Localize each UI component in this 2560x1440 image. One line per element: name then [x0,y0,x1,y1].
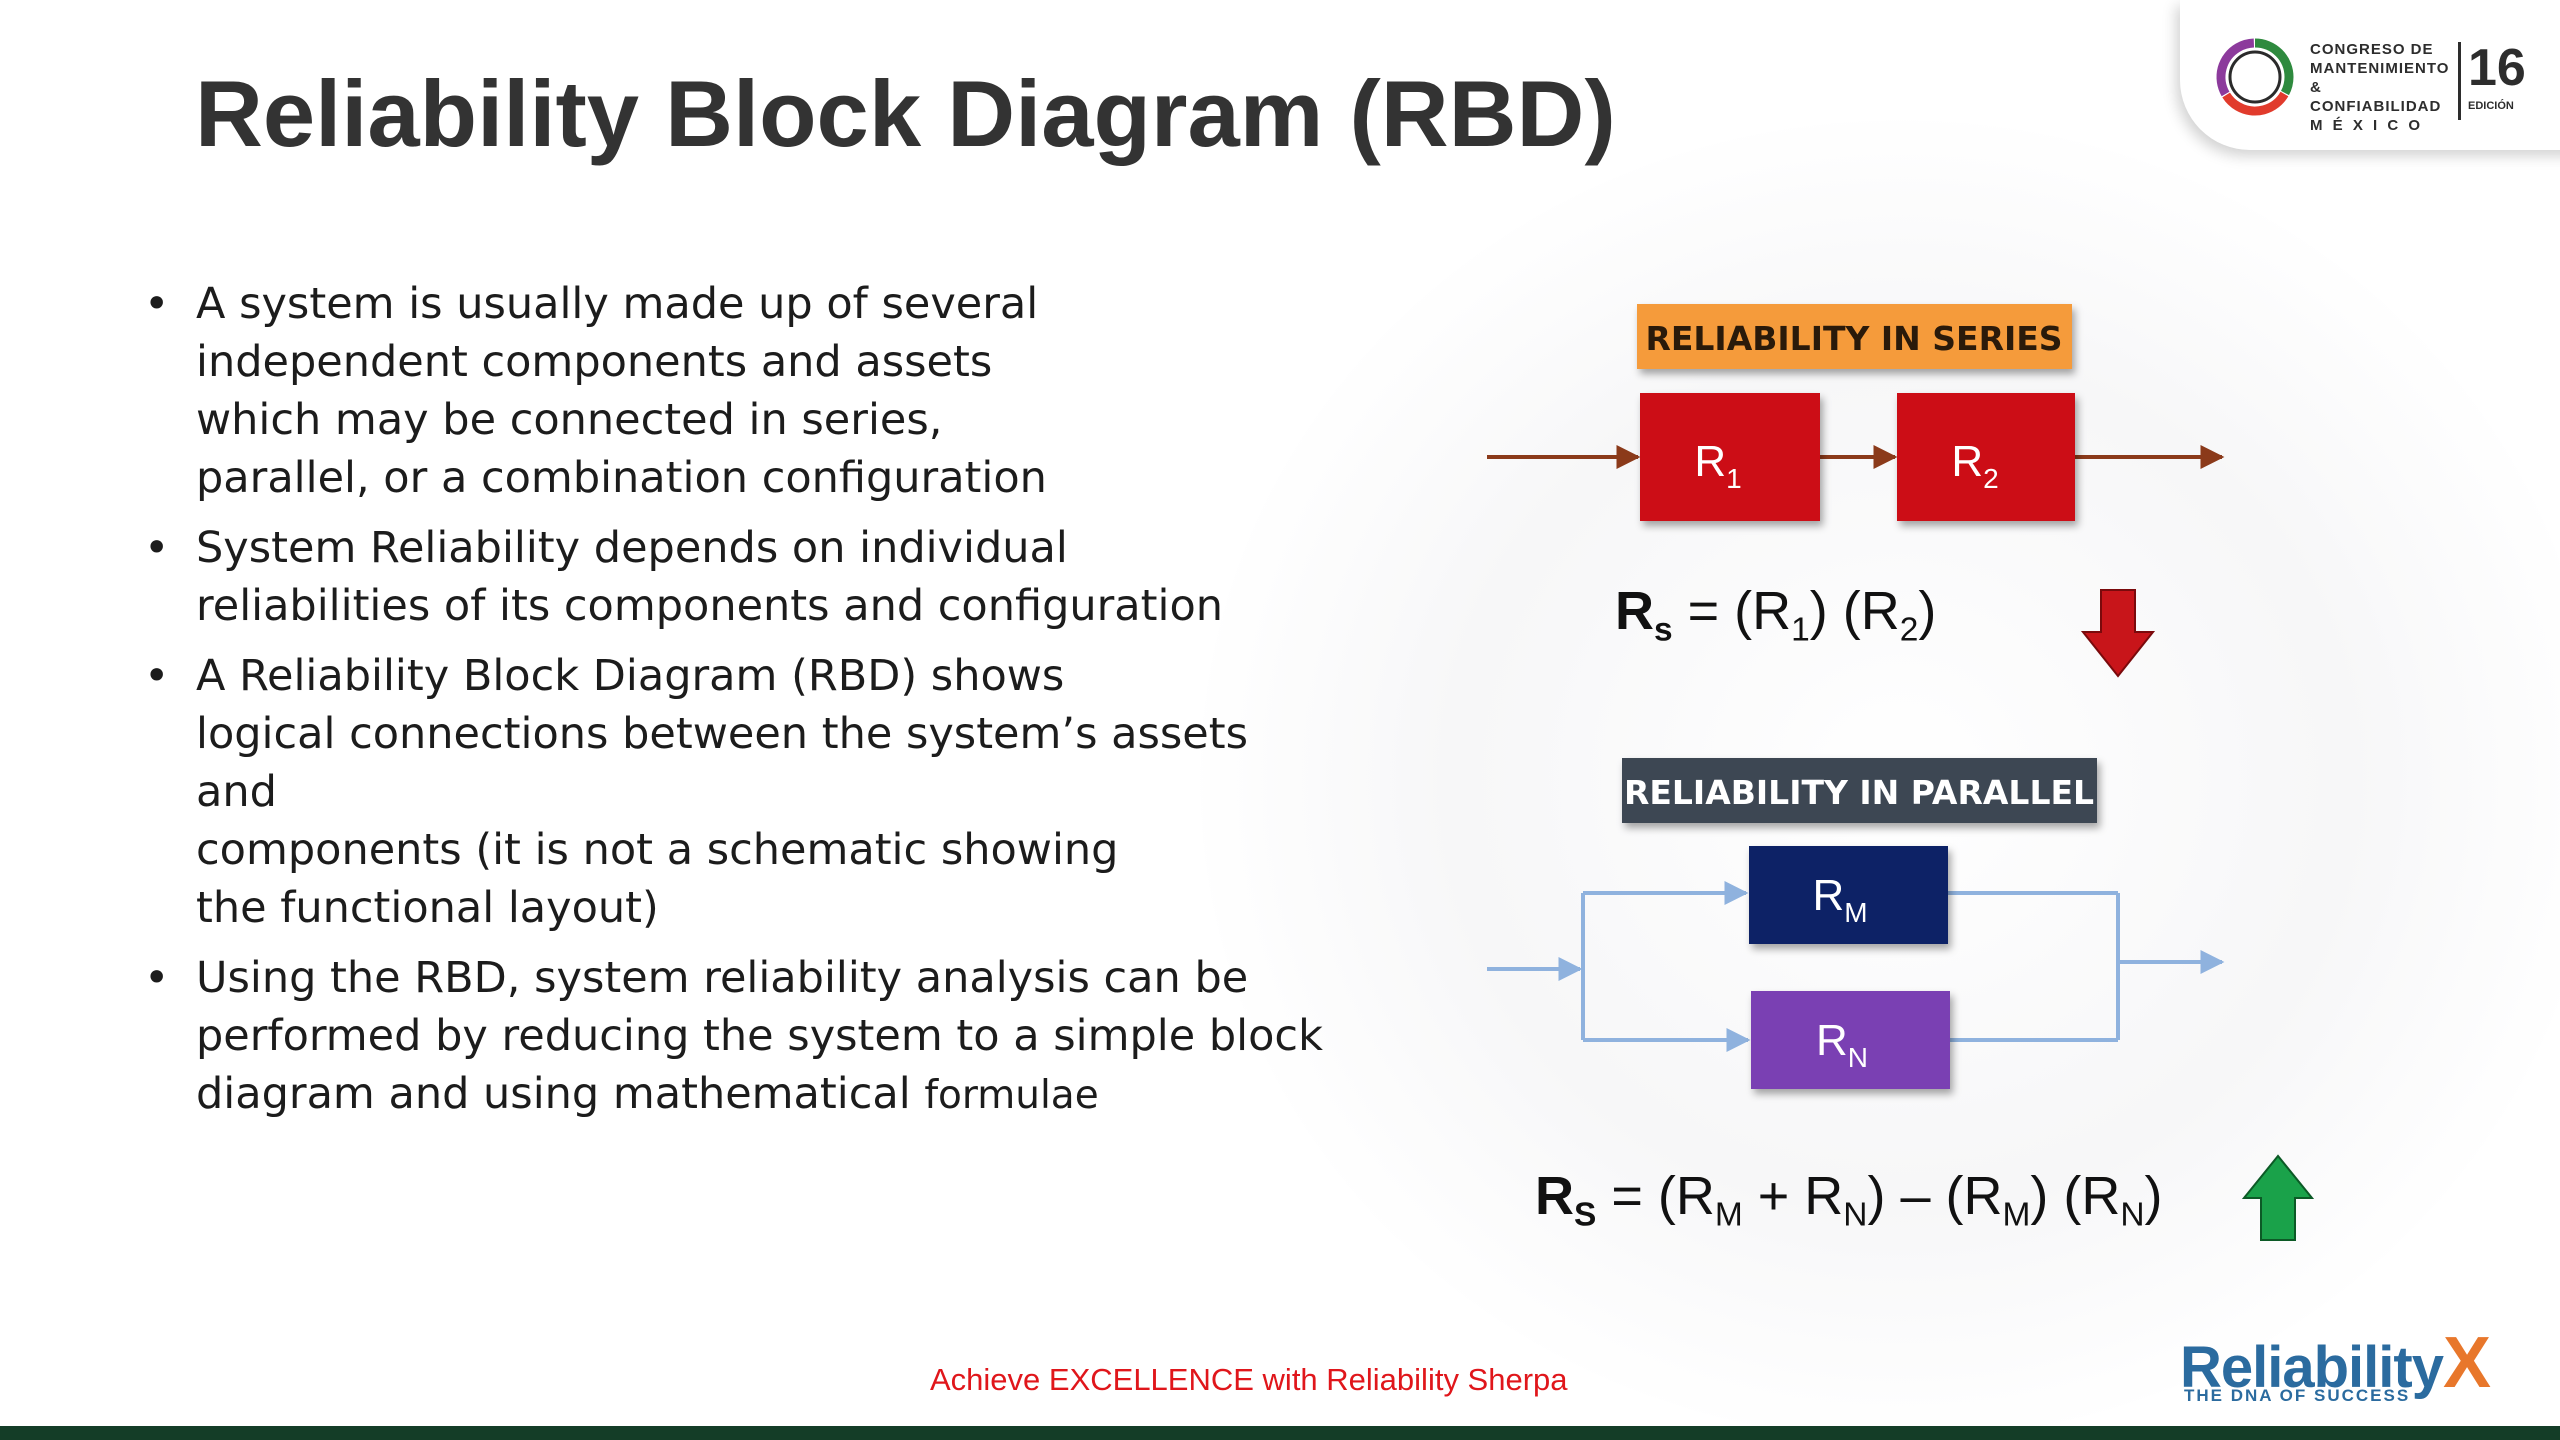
footer-tagline: Achieve EXCELLENCE with Reliability Sher… [930,1362,1568,1397]
conference-ring-logo [2216,38,2294,116]
svg-text:R1: R1 [1694,437,1741,494]
svg-text:R2: R2 [1951,437,1998,494]
bullet-item: A system is usually made up of several i… [140,275,1340,507]
series-block-r2: R2 [1897,393,2075,521]
parallel-header: RELIABILITY IN PARALLEL [1622,758,2097,823]
footer-bar [0,1426,2560,1440]
badge-separator [2458,42,2461,120]
conference-badge: CONGRESO DE MANTENIMIENTO & CONFIABILIDA… [2180,0,2560,150]
bullet-item: A Reliability Block Diagram (RBD) shows … [140,647,1340,937]
parallel-block-rn: RN [1751,991,1950,1089]
edition-label: EDICIÓN [2468,100,2514,112]
parallel-wiring [1487,881,2225,1052]
reliabilityx-logo: ReliabilityX THE DNA OF SUCCESS [2180,1323,2492,1405]
edition-number: 16 [2468,39,2526,97]
series-header-label: RELIABILITY IN SERIES [1645,319,2062,358]
down-arrow-icon [2080,589,2156,678]
conference-name: CONGRESO DE MANTENIMIENTO & CONFIABILIDA… [2310,41,2450,134]
series-header: RELIABILITY IN SERIES [1637,304,2072,369]
parallel-block-rm: RM [1749,846,1948,944]
bullet-item: System Reliability depends on individual… [140,519,1340,635]
bullet-list: A system is usually made up of several i… [140,275,1340,1137]
series-block-r1: R1 [1640,393,1820,521]
page-title: Reliability Block Diagram (RBD) [195,61,1616,166]
up-arrow-icon [2241,1154,2315,1241]
svg-text:RN: RN [1816,1016,1868,1073]
parallel-formula: RS = (RM + RN) – (RM) (RN) [1535,1166,2163,1234]
series-formula: Rs = (R1) (R2) [1615,581,1937,649]
parallel-header-label: RELIABILITY IN PARALLEL [1624,773,2094,812]
svg-text:RM: RM [1812,871,1867,928]
bullet-item: Using the RBD, system reliability analys… [140,949,1340,1125]
